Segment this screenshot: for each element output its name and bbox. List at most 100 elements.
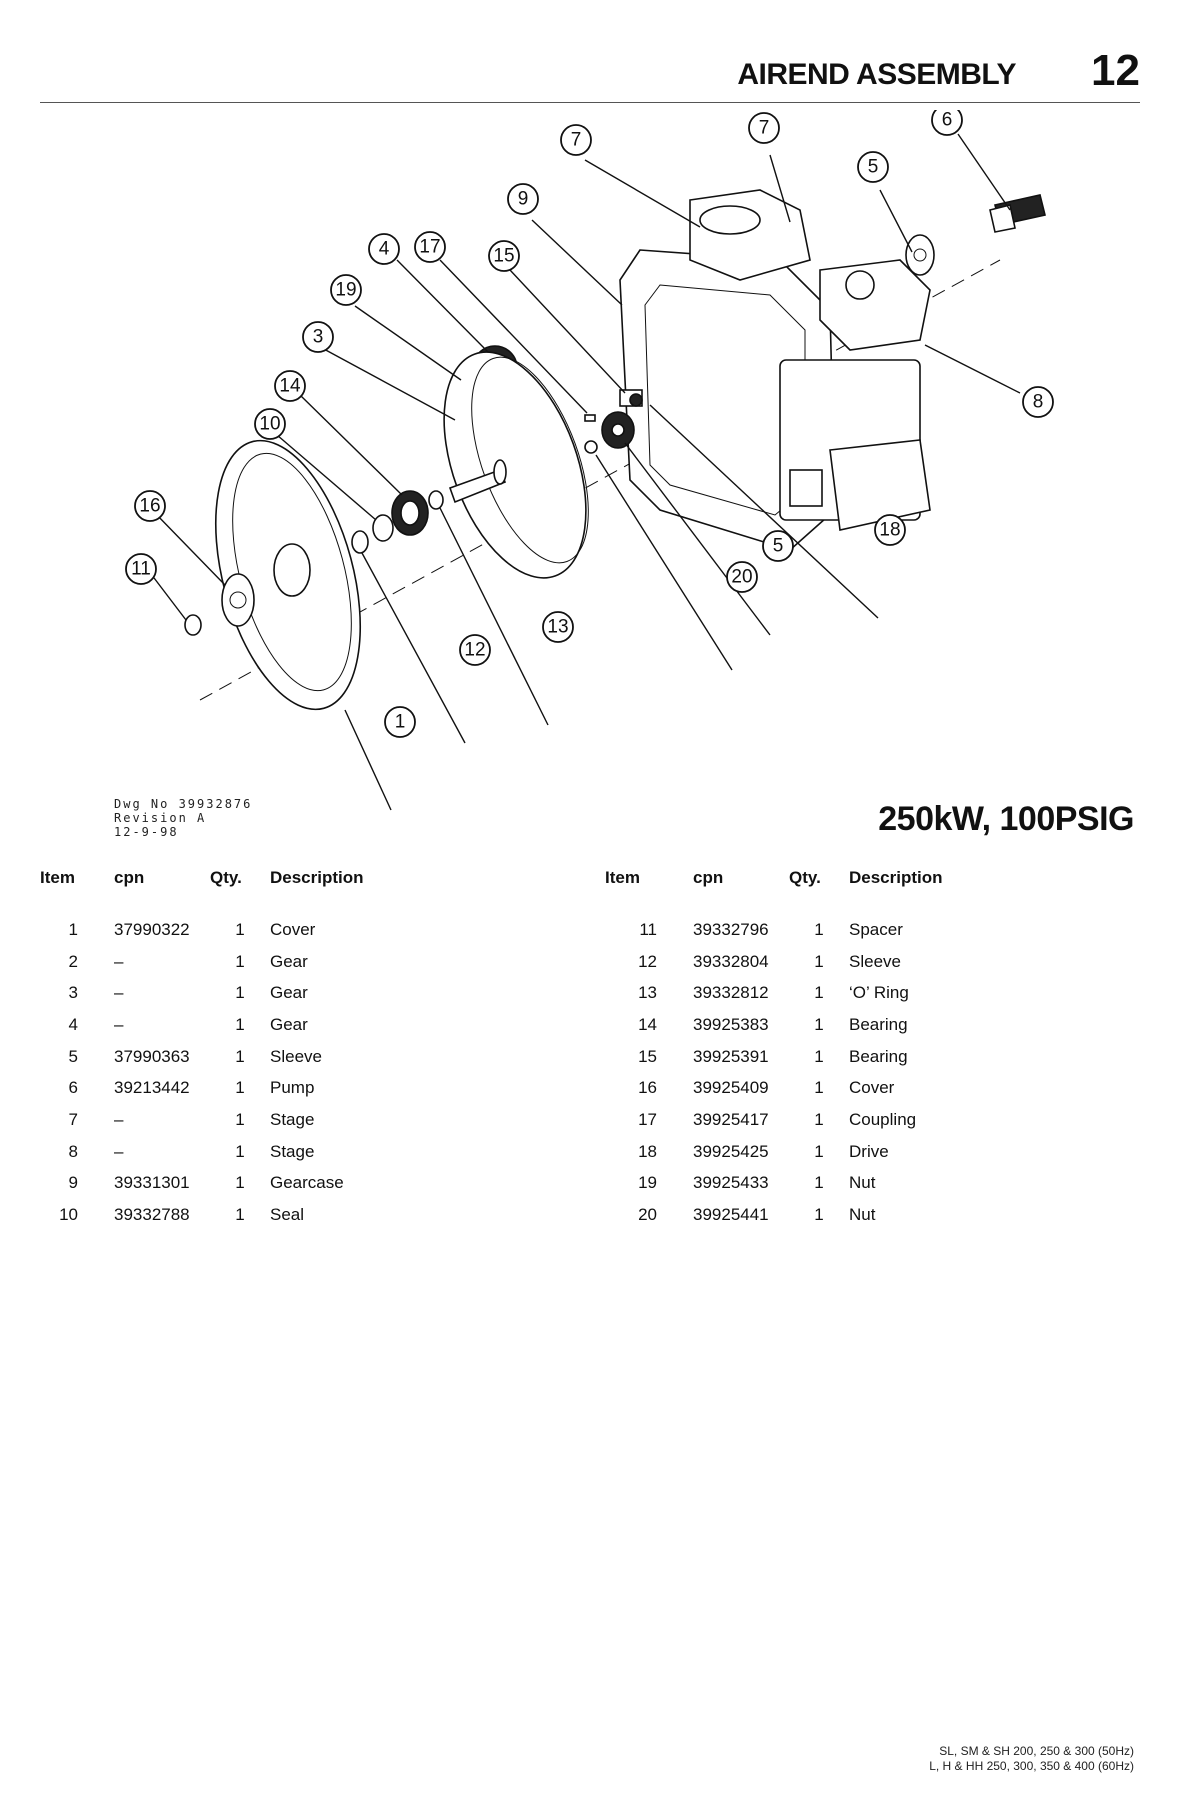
qty-cell: 1 [814,1046,824,1066]
qty-cell: 1 [814,919,824,939]
description-cell: ‘O’ Ring [849,983,909,1003]
svg-text:16: 16 [139,496,160,517]
item-cell: 3 [68,983,78,1003]
svg-text:20: 20 [731,567,752,588]
bearing-14-part [391,490,429,536]
svg-text:17: 17 [419,237,440,258]
cpn-cell: 39213442 [114,1078,190,1098]
item-cell: 19 [638,1173,657,1193]
bearing-15-part [619,389,643,407]
qty-cell: 1 [235,1046,245,1066]
page-number: 12 [1091,46,1140,95]
svg-text:5: 5 [773,536,784,557]
model-rating: 250kW, 100PSIG [878,800,1134,838]
qty-cell: 1 [235,1014,245,1034]
qty-cell: 1 [814,1109,824,1129]
description-cell: Coupling [849,1109,917,1129]
item-cell: 11 [639,919,657,939]
col-qty-header: Qty. [789,868,821,887]
description-cell: Sleeve [849,951,901,971]
svg-text:8: 8 [1033,392,1044,413]
item-cell: 2 [68,951,78,971]
cpn-cell: 39332788 [114,1205,190,1225]
qty-cell: 1 [814,1078,824,1098]
svg-text:6: 6 [942,110,953,131]
description-cell: Pump [270,1078,315,1098]
item-cell: 5 [68,1046,78,1066]
gear-2-part [443,351,589,579]
svg-text:14: 14 [279,376,301,397]
qty-cell: 1 [235,1109,245,1129]
callout-5: 5 [857,151,889,183]
page-footer: SL, SM & SH 200, 250 & 300 (50Hz) L, H &… [929,1744,1134,1774]
col-cpn-header: cpn [114,868,145,887]
qty-cell: 1 [235,983,245,1003]
cpn-cell: 39925391 [693,1046,769,1066]
callout-11: 11 [125,553,157,585]
sleeve-12-part [351,530,369,554]
item-cell: 7 [68,1109,78,1129]
item-cell: 15 [638,1046,657,1066]
item-cell: 13 [638,983,657,1003]
qty-cell: 1 [235,1173,245,1193]
nut-20-part [584,440,598,454]
callout-1: 1 [384,706,416,738]
cpn-cell: 39925441 [693,1205,769,1225]
item-cell: 9 [68,1173,78,1193]
description-cell: Drive [849,1141,889,1161]
callout-19: 19 [330,274,362,306]
callout-18: 18 [874,514,906,546]
svg-text:3: 3 [313,327,324,348]
callout-6: 6 [931,110,963,136]
sleeve-part [905,234,935,276]
drawing-date: 12-9-98 [114,825,179,839]
callout-2: 3 [302,321,334,353]
item-cell: 1 [68,919,78,939]
cpn-cell: 39925433 [693,1173,769,1193]
cover-16-part [221,573,255,627]
page-header: AIREND ASSEMBLY 12 [40,44,1140,103]
svg-text:10: 10 [259,414,280,435]
description-cell: Nut [849,1173,876,1193]
svg-text:19: 19 [335,280,356,301]
description-cell: Stage [270,1109,315,1129]
table-row: 15 39925391 1 Bearing [605,1041,1009,1073]
callout-16: 16 [134,490,166,522]
description-cell: Bearing [849,1046,908,1066]
item-cell: 4 [68,1014,78,1034]
section-title: AIREND ASSEMBLY [737,58,1016,91]
svg-text:11: 11 [131,559,151,580]
cpn-cell: 39925409 [693,1078,769,1098]
stage-block-part [819,259,931,351]
item-cell: 20 [638,1205,657,1225]
table-header-row: Item cpn Qty. Description [40,868,430,904]
item-cell: 12 [638,951,657,971]
cpn-cell: – [114,1141,124,1161]
item-cell: 16 [638,1078,657,1098]
col-item-header: Item [40,868,75,887]
svg-text:4: 4 [379,239,390,260]
footer-models-60hz: L, H & HH 250, 300, 350 & 400 (60Hz) [929,1759,1134,1773]
svg-text:1: 1 [395,712,406,733]
stage-housing-part [689,189,811,281]
description-cell: Gearcase [270,1173,344,1193]
item-cell: 18 [638,1141,657,1161]
description-cell: Cover [270,919,316,939]
description-cell: Spacer [849,919,903,939]
drawing-number: Dwg No 39932876 [114,797,253,811]
description-cell: Seal [270,1205,305,1225]
exploded-assembly-drawing: 7 7 6 5 9 4 17 15 19 3 14 10 8 16 11 18 … [125,110,1054,811]
